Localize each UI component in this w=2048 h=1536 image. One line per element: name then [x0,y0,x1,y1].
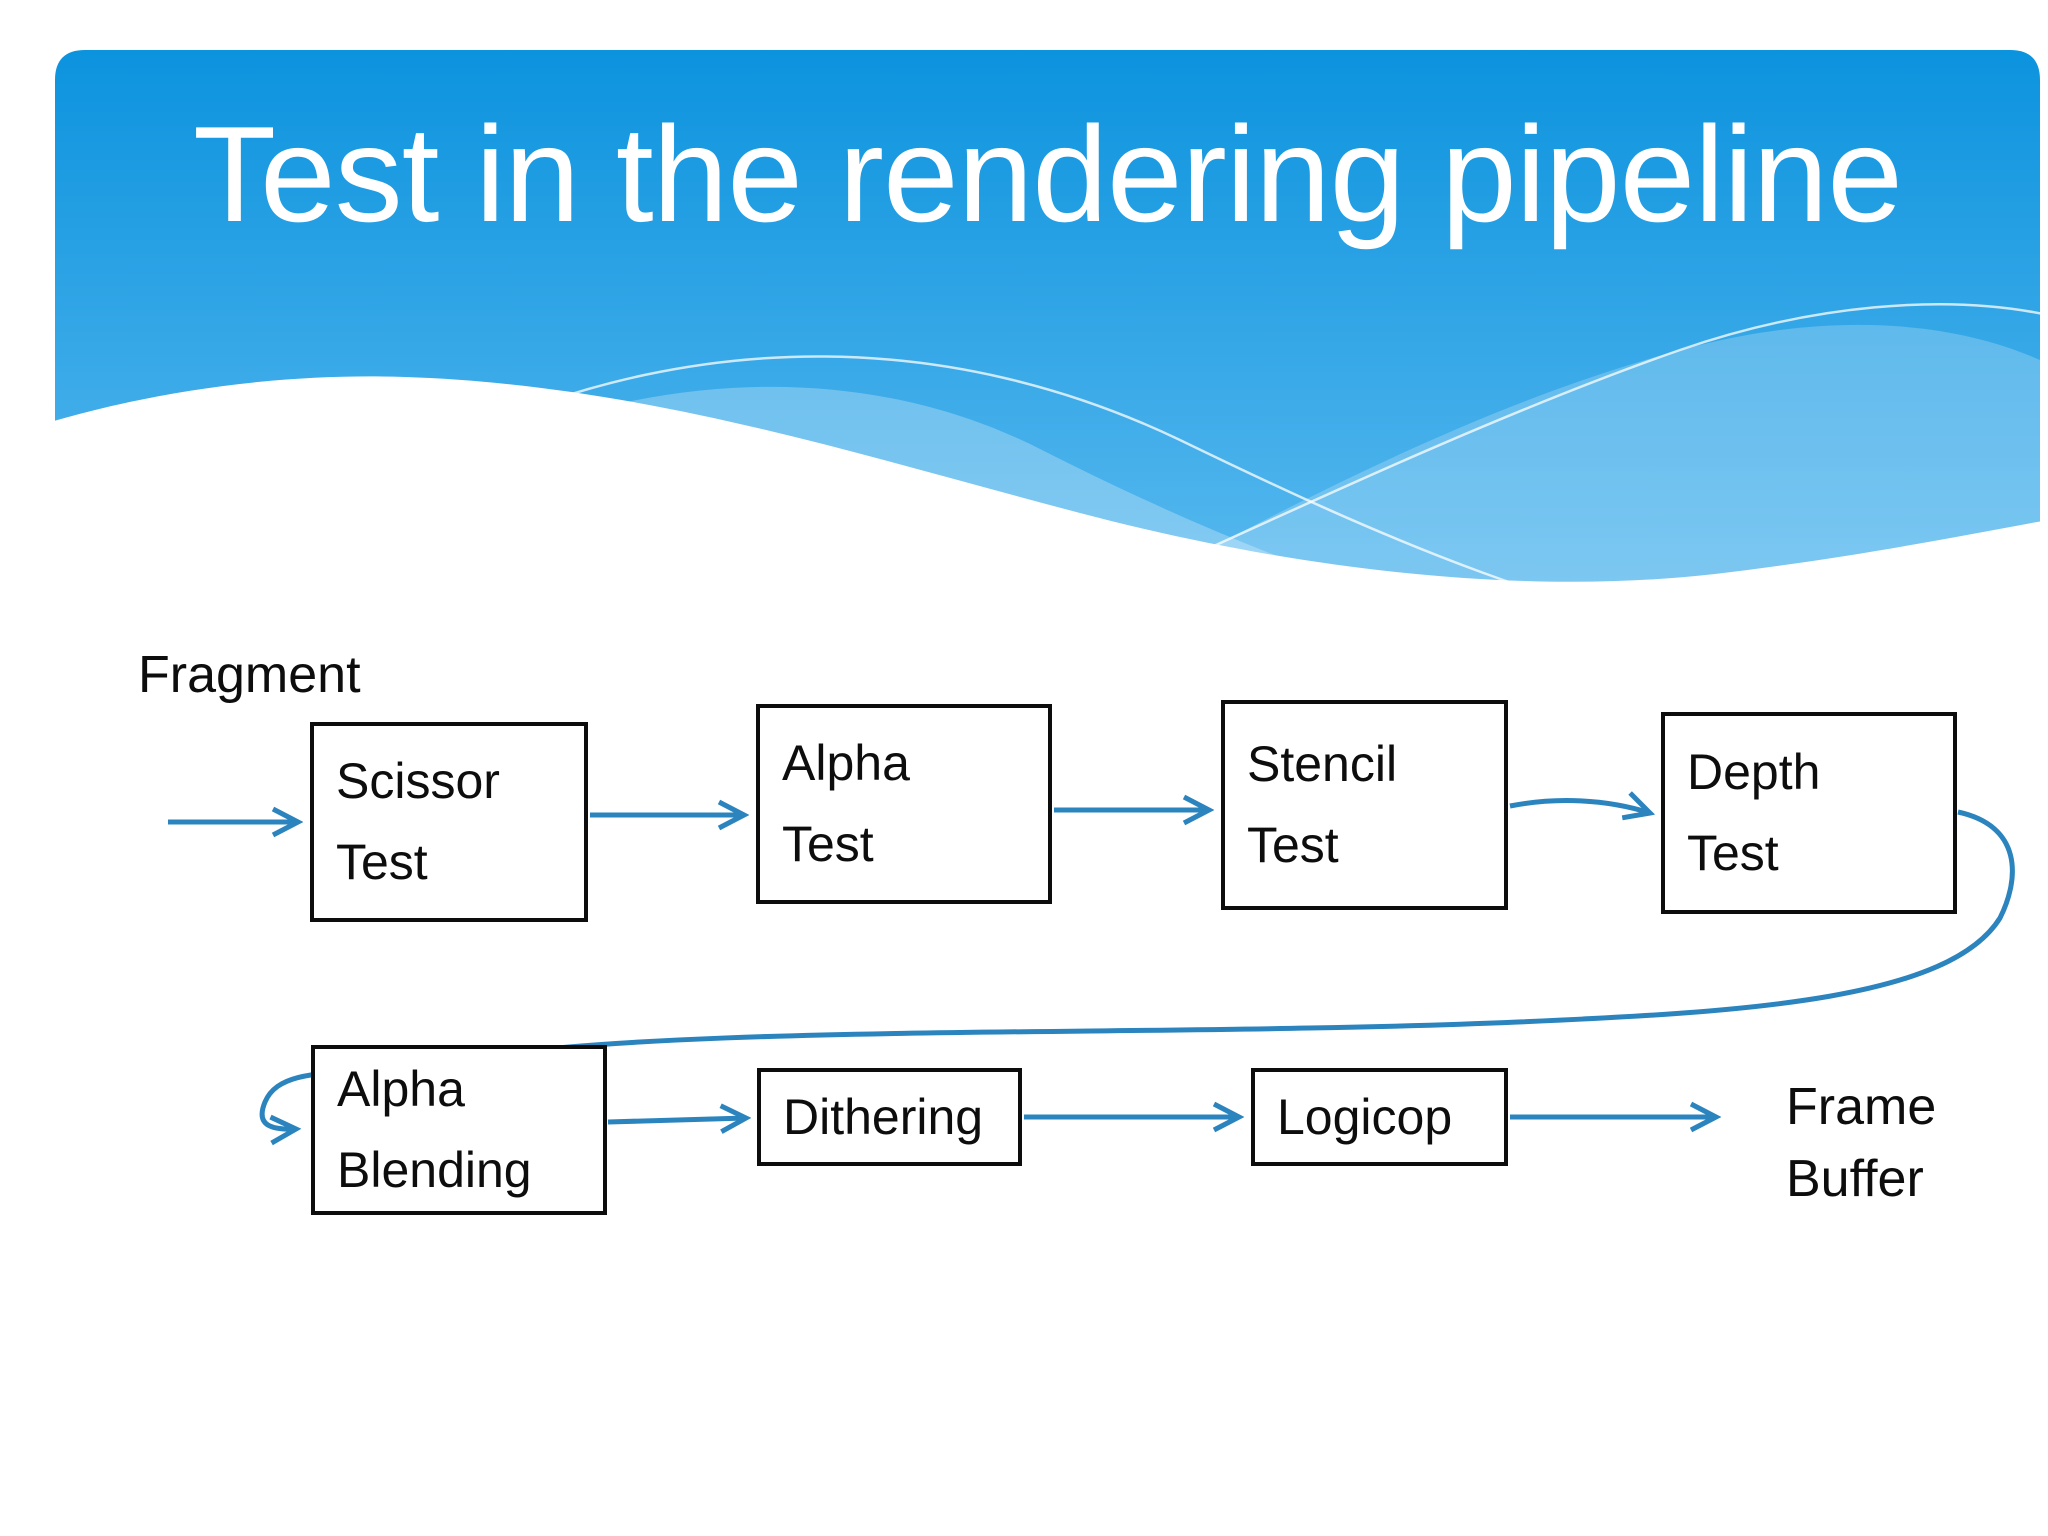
header-white-wave [0,376,2048,700]
frame-buffer-label: Frame Buffer [1786,1072,1936,1216]
node-depth-test-line1: Depth [1687,744,1821,800]
node-logicop-label: Logicop [1277,1088,1453,1145]
node-stencil-test: Stencil Test [1221,700,1508,910]
node-logicop: Logicop [1251,1068,1508,1166]
node-scissor-test-line2: Test [336,834,428,890]
frame-buffer-label-line2: Buffer [1786,1149,1924,1208]
arrow-depth-to-alpha-blending-curve [259,809,2015,1129]
node-dithering-label: Dithering [783,1088,984,1145]
arrow-alpha-blending-to-dithering [607,1118,746,1122]
node-depth-test: Depth Test [1661,712,1957,914]
node-depth-test-line2: Test [1687,825,1779,881]
fragment-label: Fragment [138,646,361,704]
node-alpha-test-line1: Alpha [782,735,910,791]
frame-buffer-label-line1: Frame [1786,1078,1937,1136]
node-alpha-blending-line2: Blending [337,1142,532,1198]
node-stencil-test-line2: Test [1247,817,1339,873]
node-alpha-blending: Alpha Blending [311,1045,607,1215]
node-scissor-test: Scissor Test [310,722,588,922]
node-alpha-blending-line1: Alpha [337,1061,465,1117]
header-wave-graphic [0,50,2048,700]
node-dithering: Dithering [757,1068,1022,1166]
slide-title: Test in the rendering pipeline [193,98,1903,250]
node-scissor-test-line1: Scissor [336,753,500,809]
node-stencil-test-line1: Stencil [1247,736,1398,792]
node-alpha-test: Alpha Test [756,704,1052,904]
arrow-stencil-to-depth [1509,801,1650,813]
node-alpha-test-line2: Test [782,816,874,872]
